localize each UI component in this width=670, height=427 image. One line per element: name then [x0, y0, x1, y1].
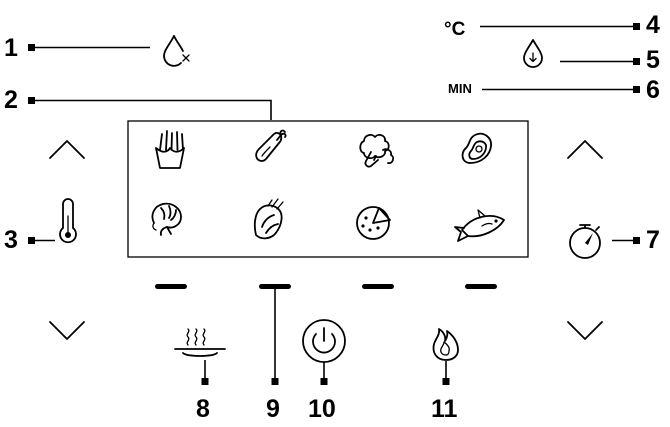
keep-warm-button[interactable]: [174, 328, 226, 357]
preset-shrimp-icon[interactable]: [151, 202, 182, 236]
callout-number-6: 6: [646, 76, 660, 104]
callout-7: 7: [612, 226, 660, 254]
time-up-button[interactable]: [567, 140, 603, 159]
callout-number-9: 9: [266, 395, 280, 423]
preset-pizza-icon[interactable]: [356, 206, 391, 240]
preset-panel: [127, 120, 529, 258]
start-button[interactable]: [432, 328, 459, 361]
preset-chicken-leg-icon[interactable]: [255, 129, 287, 162]
callout-11: 11: [431, 361, 458, 423]
callout-number-8: 8: [196, 395, 210, 423]
timer-button[interactable]: [569, 224, 601, 259]
callout-number-3: 3: [4, 226, 18, 254]
preset-fish-icon[interactable]: [454, 209, 505, 242]
celsius-indicator: °C 4: [444, 11, 660, 40]
selection-bar-4: [465, 284, 497, 289]
power-button[interactable]: [302, 319, 346, 363]
callout-number-10: 10: [308, 395, 336, 423]
selection-bar-1: [155, 284, 187, 289]
callout-number-4: 4: [646, 11, 660, 39]
callout-number-7: 7: [646, 226, 660, 254]
callout-number-1: 1: [4, 34, 18, 62]
water-shortage-icon: [163, 35, 190, 67]
temperature-button[interactable]: [59, 198, 77, 244]
temperature-down-button[interactable]: [49, 321, 85, 340]
callout-number-2: 2: [4, 86, 18, 114]
minutes-indicator: MIN 6: [448, 76, 660, 104]
preset-vegetables-icon[interactable]: [359, 134, 395, 168]
callout-9: 9: [266, 289, 280, 423]
preset-fries-icon[interactable]: [155, 130, 185, 169]
selection-bar-3: [362, 284, 394, 289]
selection-bar-2: [259, 284, 291, 289]
drain-indicator: 5: [523, 39, 660, 74]
drain-icon: [523, 39, 543, 68]
callout-10: 10: [308, 362, 336, 423]
callout-2: 2: [4, 86, 272, 120]
callout-1: 1: [4, 34, 150, 62]
preset-bacon-icon[interactable]: [253, 198, 284, 240]
callout-8: 8: [196, 360, 210, 423]
temperature-up-button[interactable]: [49, 140, 85, 159]
callout-number-11: 11: [431, 395, 458, 423]
celsius-label: °C: [444, 19, 466, 40]
callout-number-5: 5: [646, 46, 660, 74]
minutes-label: MIN: [448, 81, 472, 96]
preset-steak-icon[interactable]: [461, 132, 492, 164]
callout-3: 3: [4, 226, 55, 254]
time-down-button[interactable]: [567, 321, 603, 340]
